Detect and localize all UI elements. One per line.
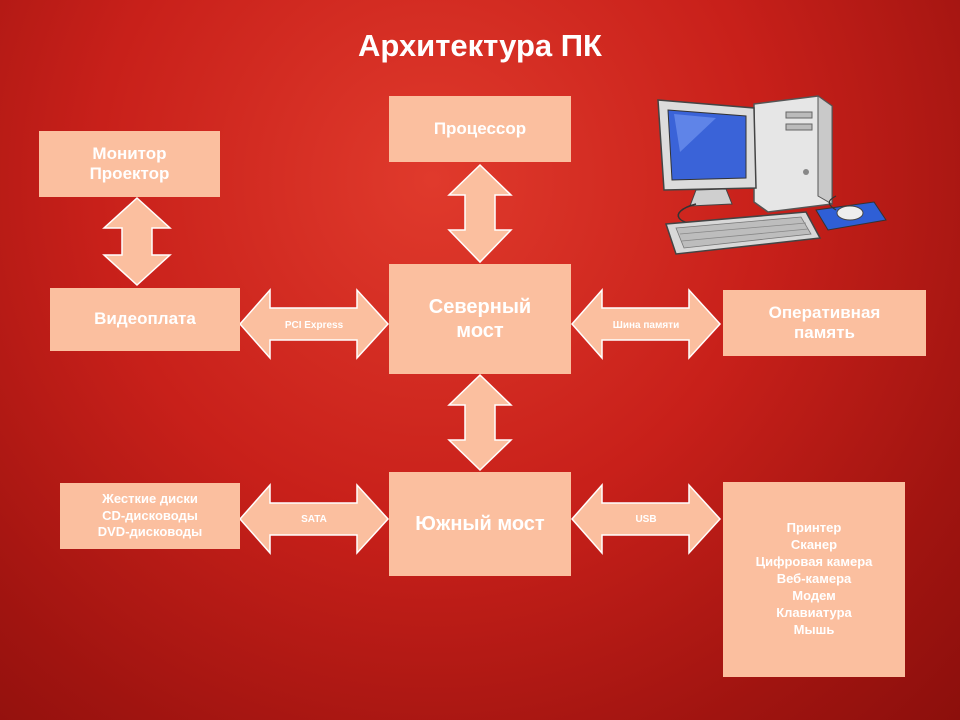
block-peripherals: Принтер Сканер Цифровая камера Веб-камер… — [723, 482, 905, 677]
bus-label-usb: USB — [635, 514, 657, 525]
arrow-north-south — [447, 373, 513, 472]
block-peripherals-label: Принтер Сканер Цифровая камера Веб-камер… — [755, 520, 873, 637]
block-cpu-label: Процессор — [433, 118, 527, 138]
arrow-monitor-video — [102, 196, 172, 287]
block-monitor-label: Монитор Проектор — [89, 143, 170, 183]
slide-title: Архитектура ПК — [358, 28, 602, 63]
block-north-bridge: Северный мост — [389, 264, 571, 374]
arrow-video-north — [238, 288, 390, 360]
block-disks: Жесткие диски CD-дисководы DVD-дисководы — [60, 483, 240, 549]
block-monitor: Монитор Проектор — [39, 131, 220, 197]
desktop-computer-icon — [657, 95, 887, 255]
block-ram-label: Оперативная память — [768, 302, 881, 342]
block-videocard-label: Видеоплата — [94, 309, 196, 329]
block-ram: Оперативная память — [723, 290, 926, 356]
bus-label-pci-express: PCI Express — [284, 320, 344, 331]
block-north-bridge-label: Северный мост — [428, 296, 532, 342]
arrow-north-ram — [570, 288, 722, 360]
block-south-bridge: Южный мост — [389, 472, 571, 576]
arrow-cpu-north — [447, 163, 513, 264]
block-disks-label: Жесткие диски CD-дисководы DVD-дисководы — [97, 490, 203, 540]
arrow-south-peripherals — [570, 483, 722, 555]
block-cpu: Процессор — [389, 96, 571, 162]
bus-label-sata: SATA — [301, 514, 327, 525]
block-videocard: Видеоплата — [50, 288, 240, 351]
block-south-bridge-label: Южный мост — [415, 513, 545, 535]
bus-label-memory: Шина памяти — [612, 320, 680, 331]
arrow-disks-south — [238, 483, 390, 555]
